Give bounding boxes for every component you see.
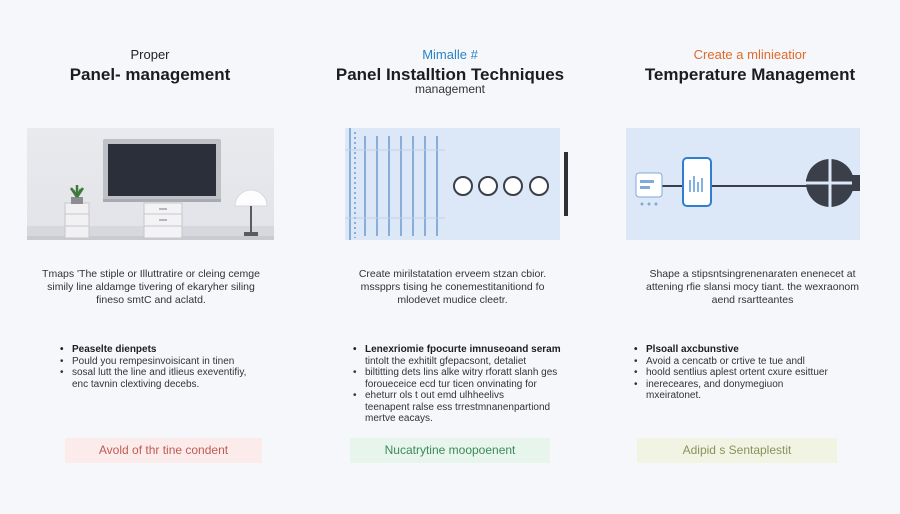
bullet-list: Peaselte dienpets Pould you rempesinvois… (60, 344, 290, 390)
column-subtitle: management (414, 82, 486, 96)
column-title: Panel Installtion Techniques (335, 65, 565, 84)
temperature-svg (626, 128, 860, 240)
column-temperature-management: Create a mlinieatior Temperature Managem… (600, 0, 900, 514)
list-item: mxeiratonet. (646, 390, 702, 401)
column-panel-management: Proper Panel- management T (0, 0, 300, 514)
bullet-list: Lenexriomie fpocurte imnuseoand seram ti… (353, 344, 578, 425)
column-installation-techniques: Mimalle # Panel Installtion Techniques m… (300, 0, 600, 514)
column-description: Shape a stipsntsingrenenaraten enenecet … (645, 268, 860, 306)
note-banner: Adipid s Sentaplestit (637, 438, 837, 463)
list-item: biltitting dets lins alke witry rforatt … (353, 367, 578, 379)
temperature-illustration (626, 128, 860, 240)
tv-room-illustration (27, 128, 274, 240)
list-item: inereceares, and donymegiuon (634, 379, 869, 391)
column-description: Tmaps 'The stiple or Illuttratire or cle… (42, 268, 260, 306)
divider-bar (564, 152, 568, 216)
list-item: Lenexriomie fpocurte imnuseoand seram (353, 344, 578, 356)
list-item: teenapent ralse ess trrestmnanenpartiond (365, 401, 551, 413)
tv-room-svg (27, 139, 274, 240)
list-item: mertve eacays. (365, 413, 433, 424)
column-title: Temperature Management (644, 65, 856, 84)
column-kicker: Proper (130, 47, 170, 62)
note-banner: Avold of thr tine condent (65, 438, 262, 463)
note-banner: Nucatrytine moopoenent (350, 438, 550, 463)
list-item: Peaselte dienpets (60, 344, 290, 356)
list-item: foroueceice ecd tur ticen onvinating for (365, 378, 537, 390)
list-item: eheturr ols t out emd ulhheelivs (353, 390, 578, 402)
list-item: hoold sentlius aplest ortent cxure esitt… (634, 367, 869, 379)
panel-rail-svg (345, 128, 560, 240)
panel-rail-illustration (345, 128, 560, 240)
list-item: sosal lutt the line and itlieus exeventi… (60, 367, 290, 379)
list-item: Avoid a cencatb or crtive te tue andl (634, 356, 869, 368)
column-title: Panel- management (69, 65, 231, 84)
bullet-list: Plsoall axcbunstive Avoid a cencatb or c… (634, 344, 869, 402)
list-item: Pould you rempesinvoisicant in tinen (60, 356, 290, 368)
column-kicker: Mimalle # (422, 47, 478, 62)
list-item: Plsoall axcbunstive (634, 344, 869, 356)
column-description: Create mirilstatation erveem stzan cbior… (358, 268, 547, 306)
list-item: enc tavnin clextiving decebs. (72, 378, 200, 390)
column-kicker: Create a mlinieatior (693, 47, 807, 62)
list-item: tintolt the exhitilt gfepacsont, detalie… (365, 355, 527, 367)
